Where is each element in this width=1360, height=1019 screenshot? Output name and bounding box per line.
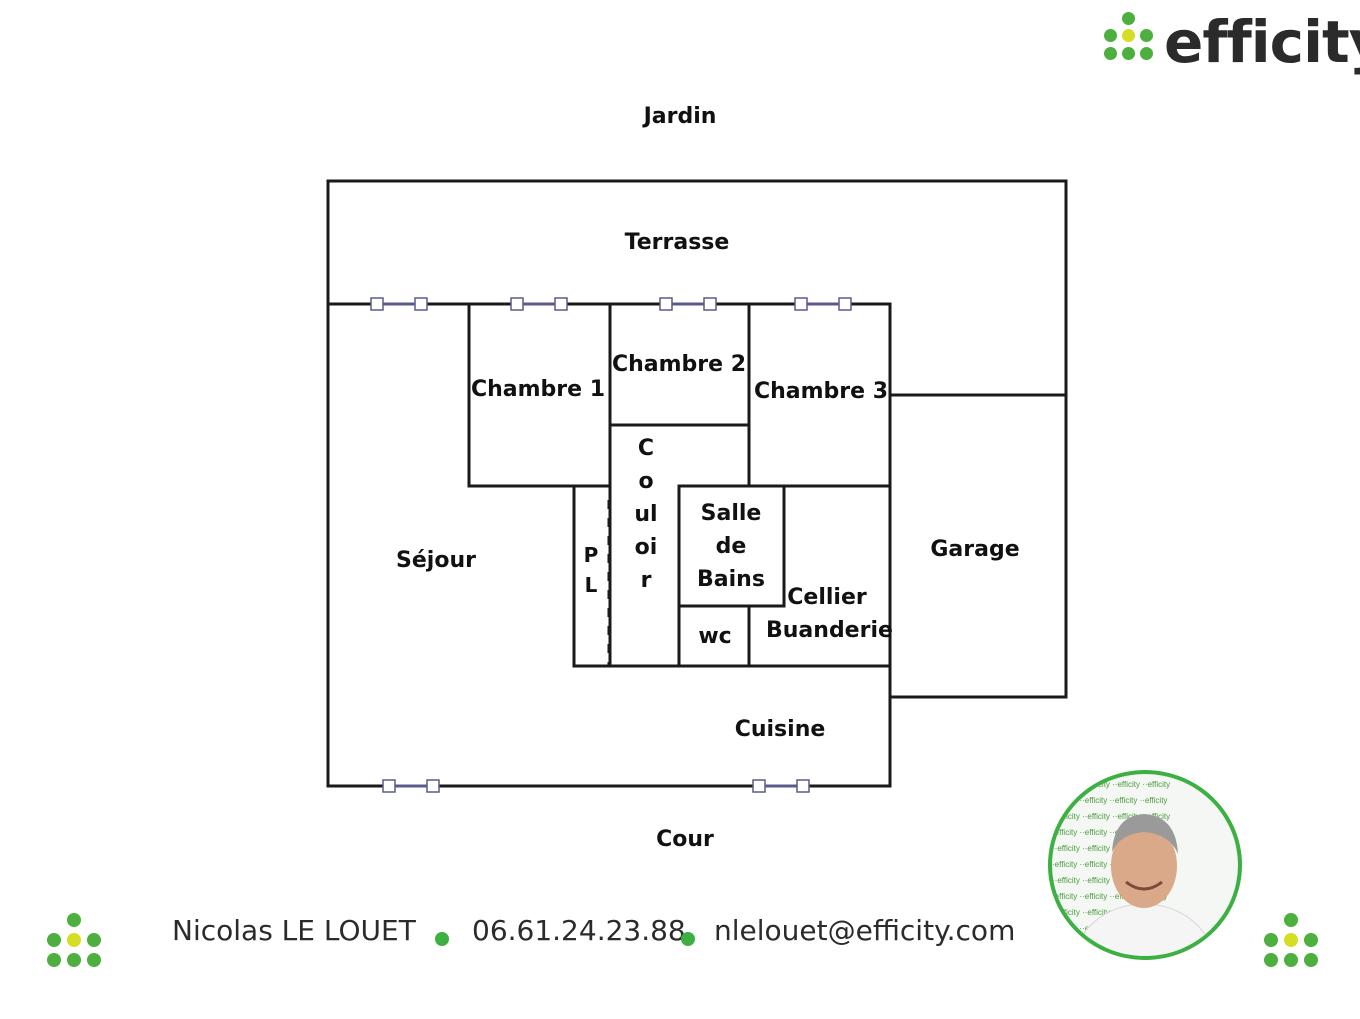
terrace-outline [326, 179, 1068, 395]
logo-wordmark: efficity [1164, 8, 1360, 76]
label-chambre1: Chambre 1 [470, 377, 606, 402]
label-chambre3: Chambre 3 [753, 379, 889, 404]
window-icon [382, 779, 440, 793]
label-sdb-line3: Bains [697, 567, 765, 592]
label-terrasse: Terrasse [624, 230, 730, 255]
separator-dot-icon [435, 932, 449, 946]
label-sdb-line2: de [715, 534, 747, 559]
label-sejour: Séjour [396, 548, 476, 573]
label-sdb-line1: Salle [700, 501, 762, 526]
label-jardin: Jardin [643, 104, 717, 129]
separator-dot-icon [681, 932, 695, 946]
label-chambre2: Chambre 2 [611, 352, 747, 377]
label-placard: PL [583, 543, 599, 597]
agent-portrait-icon: ··efficity ··efficity ··efficity ··effic… [1048, 770, 1242, 960]
label-cuisine: Cuisine [734, 717, 826, 742]
label-wc: wc [698, 624, 732, 649]
label-cellier-line1: Cellier [787, 585, 867, 610]
agent-email[interactable]: nlelouet@efficity.com [714, 914, 1016, 947]
agent-name: Nicolas LE LOUET [172, 914, 416, 947]
agent-phone[interactable]: 06.61.24.23.88 [472, 914, 686, 947]
window-icon [752, 779, 810, 793]
label-couloir: Couloir [634, 436, 658, 593]
windows [370, 297, 852, 793]
garage-outline [890, 393, 1068, 699]
chambre1-walls [467, 304, 610, 488]
window-icon [659, 297, 717, 311]
window-icon [370, 297, 428, 311]
window-icon [510, 297, 568, 311]
label-cour: Cour [656, 827, 714, 852]
label-garage: Garage [930, 537, 1020, 562]
label-cellier-line2: Buanderie [766, 618, 893, 643]
window-icon [794, 297, 852, 311]
placard-walls [572, 486, 890, 668]
